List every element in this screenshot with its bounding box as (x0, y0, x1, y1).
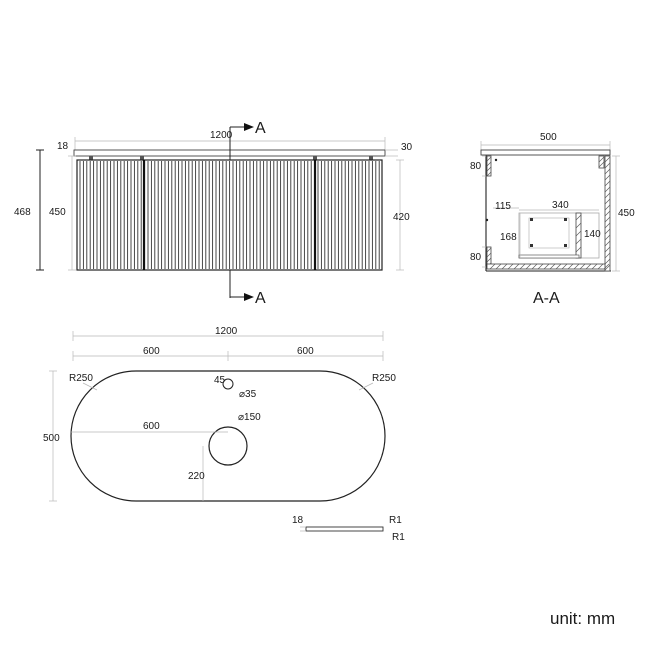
radius-left-label: R250 (69, 373, 93, 384)
plan-depth-label: 500 (43, 433, 60, 444)
flute-lines (79, 161, 380, 269)
edge-radius-bottom-label: R1 (392, 532, 405, 543)
section-marker-top: A (255, 120, 266, 137)
drawer-box-height-label: 168 (500, 232, 517, 243)
section-arrow-bottom (244, 293, 254, 301)
unit-label: unit: mm (550, 609, 615, 628)
waste-hole-diameter-label: ⌀150 (238, 412, 261, 423)
edge-thickness-label: 18 (292, 515, 304, 526)
front-height-label: 420 (393, 212, 410, 223)
top-thickness-label: 30 (401, 142, 413, 153)
tap-hole (222, 378, 234, 390)
waste-hole (208, 426, 248, 466)
section-depth-label: 500 (540, 132, 557, 143)
front-elevation: 1200 18 30 A A 468 4 (14, 120, 413, 307)
section-top-slab (480, 149, 611, 156)
radius-right-label: R250 (372, 373, 396, 384)
edge-radius-top-label: R1 (389, 515, 402, 526)
cabinet-height-label: 450 (49, 207, 66, 218)
drawer-offset-label: 115 (495, 201, 511, 212)
plan-half-right-label: 600 (297, 346, 314, 357)
section-bottom-rail-label: 80 (470, 252, 482, 263)
plan-view: 1200 600 600 R250 R250 45 ⌀35 ⌀150 600 2… (43, 326, 396, 502)
edge-profile (305, 526, 384, 532)
edge-detail: 18 R1 R1 (292, 515, 405, 543)
section-marker-bottom: A (255, 290, 266, 307)
plan-half-left-label: 600 (143, 346, 160, 357)
back-panel-hatching (604, 156, 611, 271)
section-view: 500 (470, 132, 635, 307)
plan-overall-width-label: 1200 (215, 326, 238, 337)
drawer-depth-label: 340 (552, 200, 569, 211)
total-height-label: 468 (14, 207, 31, 218)
top-overhang-label: 18 (57, 141, 69, 152)
tap-hole-diameter-label: ⌀35 (239, 389, 257, 400)
drawer-inner-height-label: 140 (584, 229, 601, 240)
section-height-label: 450 (618, 208, 635, 219)
section-top-rail-label: 80 (470, 161, 482, 172)
center-from-left-label: 600 (143, 421, 160, 432)
front-width-label: 1200 (210, 130, 233, 141)
section-arrow-top (244, 123, 254, 131)
center-from-front-label: 220 (188, 471, 205, 482)
section-title: A-A (533, 290, 560, 307)
shelf-hatching (489, 263, 610, 270)
tap-offset-label: 45 (214, 375, 226, 386)
